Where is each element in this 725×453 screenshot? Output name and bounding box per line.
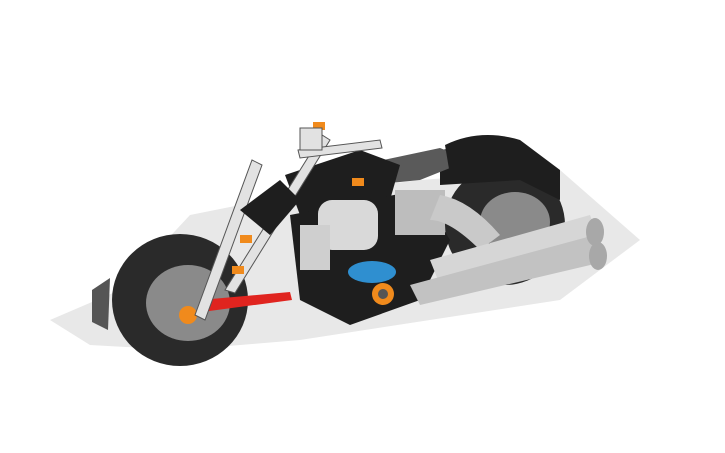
- exhaust-tip-2: [589, 242, 607, 270]
- fork-collar-orange-3: [313, 122, 325, 130]
- rear-seat-bump: [445, 135, 522, 175]
- front-hub: [179, 306, 197, 324]
- blue-canister: [348, 261, 396, 283]
- red-fork-brace: [200, 292, 292, 312]
- exhaust-pipe-upper: [430, 215, 600, 285]
- front-fork-left: [194, 159, 263, 321]
- exhaust-coil: [430, 195, 500, 250]
- fork-collar-orange-1: [232, 266, 244, 274]
- front-fender-spike: [92, 278, 110, 330]
- fork-collar-orange-4: [352, 178, 364, 186]
- front-cowl: [240, 180, 300, 235]
- engine-cap-inner: [378, 289, 388, 299]
- handlebar: [297, 139, 383, 159]
- exhaust-tip: [586, 218, 604, 246]
- engine-grille: [300, 225, 330, 270]
- engine-chrome-cover: [318, 200, 378, 250]
- fork-collar-orange-2: [240, 235, 252, 243]
- exhaust-pipe-lower: [410, 235, 603, 305]
- mirror-mount: [299, 127, 323, 151]
